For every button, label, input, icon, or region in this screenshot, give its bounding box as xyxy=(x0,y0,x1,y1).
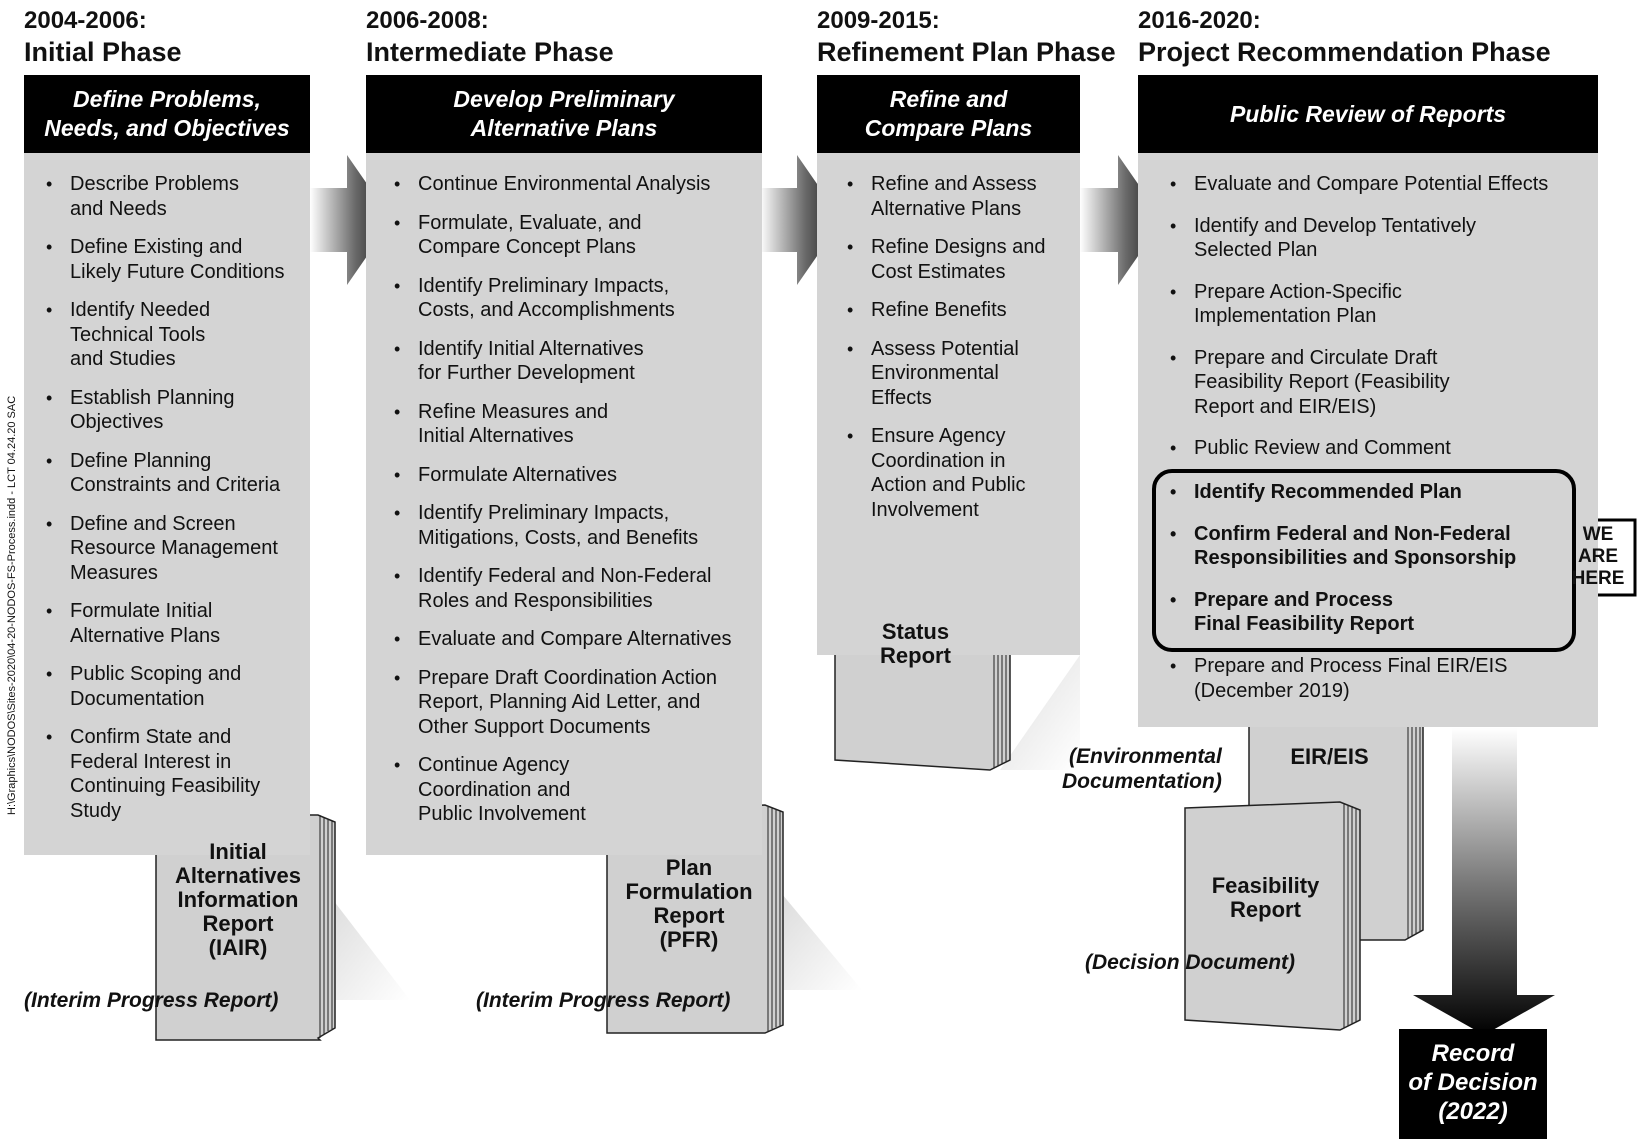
book-pfr-shape xyxy=(606,804,784,1034)
phase-3-years: 2009-2015: xyxy=(817,7,940,34)
phase-1-years: 2004-2006: xyxy=(24,7,147,34)
flow-arrow-3 xyxy=(1080,155,1163,285)
flow-arrow-2 xyxy=(760,155,842,285)
phase-2-title: Intermediate Phase xyxy=(366,37,614,67)
phase-4-header-line-1: Public Review of Reports xyxy=(1229,100,1507,127)
list-item: Formulate Alternatives xyxy=(374,463,764,488)
flow-arrow-1 xyxy=(310,155,392,285)
list-item: Identify and Develop Tentatively Selecte… xyxy=(1150,214,1590,263)
highlight-item: Prepare and Process Final Feasibility Re… xyxy=(1150,588,1570,637)
phase-1-title: Initial Phase xyxy=(24,37,182,67)
list-item: Refine and Assess Alternative Plans xyxy=(827,172,1077,221)
list-item: Assess Potential Environmental Effects xyxy=(827,337,1077,411)
book-feasibility-shape xyxy=(1184,801,1361,1031)
feasibility-caption: (Decision Document) xyxy=(1085,951,1296,974)
phase-1-header-line-1: Define Problems, xyxy=(73,86,261,112)
list-item: Formulate, Evaluate, and Compare Concept… xyxy=(374,211,764,260)
list-item: Public Scoping and Documentation xyxy=(26,662,306,711)
list-item: Confirm State and Federal Interest in Co… xyxy=(26,725,306,823)
phase-2-list: Continue Environmental Analysis Formulat… xyxy=(374,172,764,827)
list-item: Identify Federal and Non-Federal Roles a… xyxy=(374,564,764,613)
book-eis-title: EIR/EIS xyxy=(1290,744,1369,769)
phase-3-list: Refine and Assess Alternative Plans Refi… xyxy=(827,172,1077,522)
list-item: Identify Initial Alternatives for Furthe… xyxy=(374,337,764,386)
highlight-item: Identify Recommended Plan xyxy=(1150,480,1570,505)
phase-4-highlight-list: Identify Recommended Plan Confirm Federa… xyxy=(1150,480,1570,637)
list-item: Ensure Agency Coordination in Action and… xyxy=(827,424,1077,522)
list-item: Continue Environmental Analysis xyxy=(374,172,764,197)
phase-2-header-line-2: Alternative Plans xyxy=(470,115,658,141)
shadow-2 xyxy=(762,870,862,990)
book-iair-title: Initial Alternatives Information Report … xyxy=(175,839,301,960)
list-item: Prepare and Circulate Draft Feasibility … xyxy=(1150,346,1590,420)
phase-4-after-list: Prepare and Process Final EIR/EIS (Decem… xyxy=(1150,654,1590,703)
phase-1-list: Describe Problems and Needs Define Exist… xyxy=(26,172,306,823)
list-item: Define Planning Constraints and Criteria xyxy=(26,449,306,498)
phase-1-header: Define Problems, Needs, and Objectives xyxy=(24,75,310,153)
list-item: Prepare Draft Coordination Action Report… xyxy=(374,666,764,740)
list-item: Identify Preliminary Impacts, Costs, and… xyxy=(374,274,764,323)
phase-4-list: Evaluate and Compare Potential Effects I… xyxy=(1150,172,1590,461)
eis-caption: (Environmental Documentation) xyxy=(1062,745,1222,793)
list-item: Public Review and Comment xyxy=(1150,436,1590,461)
highlight-item: Confirm Federal and Non-Federal Responsi… xyxy=(1150,522,1570,571)
book-pfr-title: Plan Formulation Report (PFR) xyxy=(625,855,753,952)
phase-1-caption: (Interim Progress Report) xyxy=(24,989,279,1012)
list-item: Continue Agency Coordination and Public … xyxy=(374,753,764,827)
list-item: Define and Screen Resource Management Me… xyxy=(26,512,306,586)
phase-3-header-line-1: Refine and xyxy=(889,86,1008,112)
book-iair-shape xyxy=(155,814,336,1041)
phase-3-title: Refinement Plan Phase xyxy=(817,37,1116,67)
list-item: Define Existing and Likely Future Condit… xyxy=(26,235,306,284)
record-of-decision: Record of Decision (2022) xyxy=(1399,1029,1547,1139)
book-status-title: Status Report xyxy=(880,619,951,668)
list-item: Identify Preliminary Impacts, Mitigation… xyxy=(374,501,764,550)
phase-2-header-line-1: Develop Preliminary xyxy=(453,86,675,112)
phase-2-years: 2006-2008: xyxy=(366,7,489,34)
list-item: Establish Planning Objectives xyxy=(26,386,306,435)
phase-4-years: 2016-2020: xyxy=(1138,7,1261,34)
list-item: Evaluate and Compare Potential Effects xyxy=(1150,172,1590,197)
list-item: Describe Problems and Needs xyxy=(26,172,306,221)
phase-4-title: Project Recommendation Phase xyxy=(1138,37,1551,67)
list-item: Prepare Action-Specific Implementation P… xyxy=(1150,280,1590,329)
phase-2-caption: (Interim Progress Report) xyxy=(476,989,731,1012)
phase-4-header: Public Review of Reports xyxy=(1138,75,1598,153)
down-arrow xyxy=(1413,728,1555,1035)
shadow-3 xyxy=(1000,655,1080,770)
list-item: Refine Measures and Initial Alternatives xyxy=(374,400,764,449)
we-are-here-label: WE ARE HERE xyxy=(1571,524,1625,589)
list-item: Identify Needed Technical Tools and Stud… xyxy=(26,298,306,372)
list-item: Prepare and Process Final EIR/EIS (Decem… xyxy=(1150,654,1590,703)
list-item: Refine Benefits xyxy=(827,298,1077,323)
list-item: Evaluate and Compare Alternatives xyxy=(374,627,764,652)
phase-1-header-line-2: Needs, and Objectives xyxy=(44,115,290,141)
list-item: Refine Designs and Cost Estimates xyxy=(827,235,1077,284)
phase-3-header-line-2: Compare Plans xyxy=(864,115,1033,141)
book-feasibility-title: Feasibility Report xyxy=(1211,873,1320,922)
list-item: Formulate Initial Alternative Plans xyxy=(26,599,306,648)
